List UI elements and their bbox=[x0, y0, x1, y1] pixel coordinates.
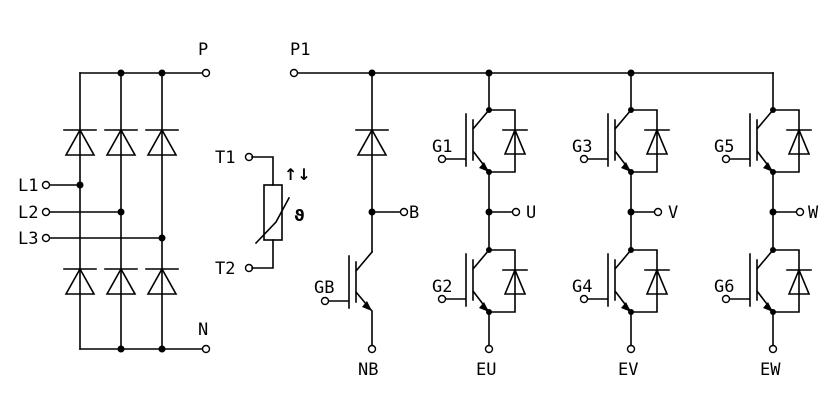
terminal-b bbox=[399, 207, 409, 217]
terminal-n bbox=[201, 344, 211, 354]
junction-dot bbox=[770, 169, 776, 175]
junction-dot bbox=[770, 309, 776, 315]
label-t2: T2 bbox=[215, 259, 235, 279]
junction-dot bbox=[628, 169, 634, 175]
terminal-l2 bbox=[41, 207, 51, 217]
label-g5: G5 bbox=[714, 137, 734, 157]
terminal-g4 bbox=[579, 294, 589, 304]
label-b: B bbox=[409, 203, 419, 223]
label-gb: GB bbox=[314, 278, 334, 298]
label-eu: EU bbox=[476, 360, 496, 380]
brake-diode bbox=[355, 128, 389, 156]
label-u: U bbox=[526, 203, 536, 223]
junction-dot bbox=[486, 247, 492, 253]
t2-wire bbox=[251, 239, 274, 269]
label-g6: G6 bbox=[714, 277, 734, 297]
label-nb: NB bbox=[358, 360, 378, 380]
terminal-g6 bbox=[721, 294, 731, 304]
label-p1: P1 bbox=[290, 40, 310, 60]
junction-dot bbox=[628, 247, 634, 253]
junction-dot bbox=[117, 69, 125, 77]
brake-chopper: B GB NB bbox=[314, 69, 419, 380]
junction-dot bbox=[368, 69, 376, 77]
inverter-phase-w: G5 G6 W EW bbox=[714, 72, 819, 380]
label-p: P bbox=[198, 40, 208, 60]
junction-dot bbox=[76, 181, 84, 189]
label-g3: G3 bbox=[572, 137, 592, 157]
rectifier-bridge: P N L1 L2 L3 bbox=[18, 40, 211, 354]
terminal-eu bbox=[484, 344, 494, 354]
label-n: N bbox=[198, 320, 208, 340]
terminal-ev bbox=[626, 344, 636, 354]
rectifier-diode-upper-3 bbox=[145, 128, 179, 156]
terminal-g3 bbox=[579, 154, 589, 164]
thermistor-diagonal bbox=[254, 196, 291, 245]
junction-dot bbox=[486, 107, 492, 113]
junction-dot bbox=[628, 309, 634, 315]
terminal-g1 bbox=[437, 154, 447, 164]
junction-dot bbox=[117, 208, 125, 216]
label-g4: G4 bbox=[572, 277, 592, 297]
inverter-phase-v: G3 G4 V EV bbox=[572, 69, 678, 380]
terminal-gb bbox=[320, 296, 330, 306]
rectifier-diode-upper-2 bbox=[104, 128, 138, 156]
label-g2: G2 bbox=[432, 277, 452, 297]
junction-dot bbox=[628, 107, 634, 113]
rectifier-diode-upper-1 bbox=[63, 128, 97, 156]
junction-dot bbox=[486, 169, 492, 175]
terminal-g2 bbox=[437, 294, 447, 304]
terminal-ew bbox=[768, 344, 778, 354]
junction-dot bbox=[158, 345, 166, 353]
thermistor: T1 T2 ↑↓ ϑ bbox=[215, 148, 311, 279]
junction-dot bbox=[117, 345, 125, 353]
rectifier-diode-lower-3 bbox=[145, 267, 179, 295]
igbt-g5 bbox=[729, 108, 812, 174]
label-g1: G1 bbox=[432, 137, 452, 157]
junction-dot bbox=[158, 234, 166, 242]
junction-dot bbox=[770, 107, 776, 113]
terminal-l1 bbox=[41, 180, 51, 190]
brake-igbt bbox=[328, 250, 374, 346]
label-l1: L1 bbox=[18, 176, 38, 196]
label-ew: EW bbox=[760, 360, 781, 380]
terminal-v bbox=[653, 207, 663, 217]
label-w: W bbox=[808, 203, 819, 223]
igbt-g4 bbox=[587, 248, 670, 314]
theta-symbol: ϑ bbox=[294, 206, 305, 225]
junction-dot bbox=[486, 309, 492, 315]
junction-dot bbox=[158, 69, 166, 77]
terminal-g5 bbox=[721, 154, 731, 164]
inverter-phase-u: G1 G2 U EU bbox=[432, 69, 536, 380]
label-ev: EV bbox=[618, 360, 638, 380]
label-l3: L3 bbox=[18, 229, 38, 249]
t1-wire bbox=[251, 156, 274, 186]
rectifier-diode-lower-2 bbox=[104, 267, 138, 295]
terminal-p bbox=[201, 68, 211, 78]
igbt-g2 bbox=[445, 248, 528, 314]
dc-bus: P1 bbox=[289, 40, 774, 78]
igbt-g6 bbox=[729, 248, 812, 314]
rectifier-diode-lower-1 bbox=[63, 267, 97, 295]
label-l2: L2 bbox=[18, 203, 38, 223]
junction-dot bbox=[770, 247, 776, 253]
terminal-p1 bbox=[289, 68, 299, 78]
thermistor-arrows: ↑↓ bbox=[284, 165, 311, 184]
terminal-u bbox=[511, 207, 521, 217]
terminal-w bbox=[795, 207, 805, 217]
terminal-l3 bbox=[41, 233, 51, 243]
terminal-nb bbox=[367, 344, 377, 354]
igbt-g1 bbox=[445, 108, 528, 174]
igbt-g3 bbox=[587, 108, 670, 174]
label-v: V bbox=[668, 203, 678, 223]
label-t1: T1 bbox=[215, 148, 235, 168]
